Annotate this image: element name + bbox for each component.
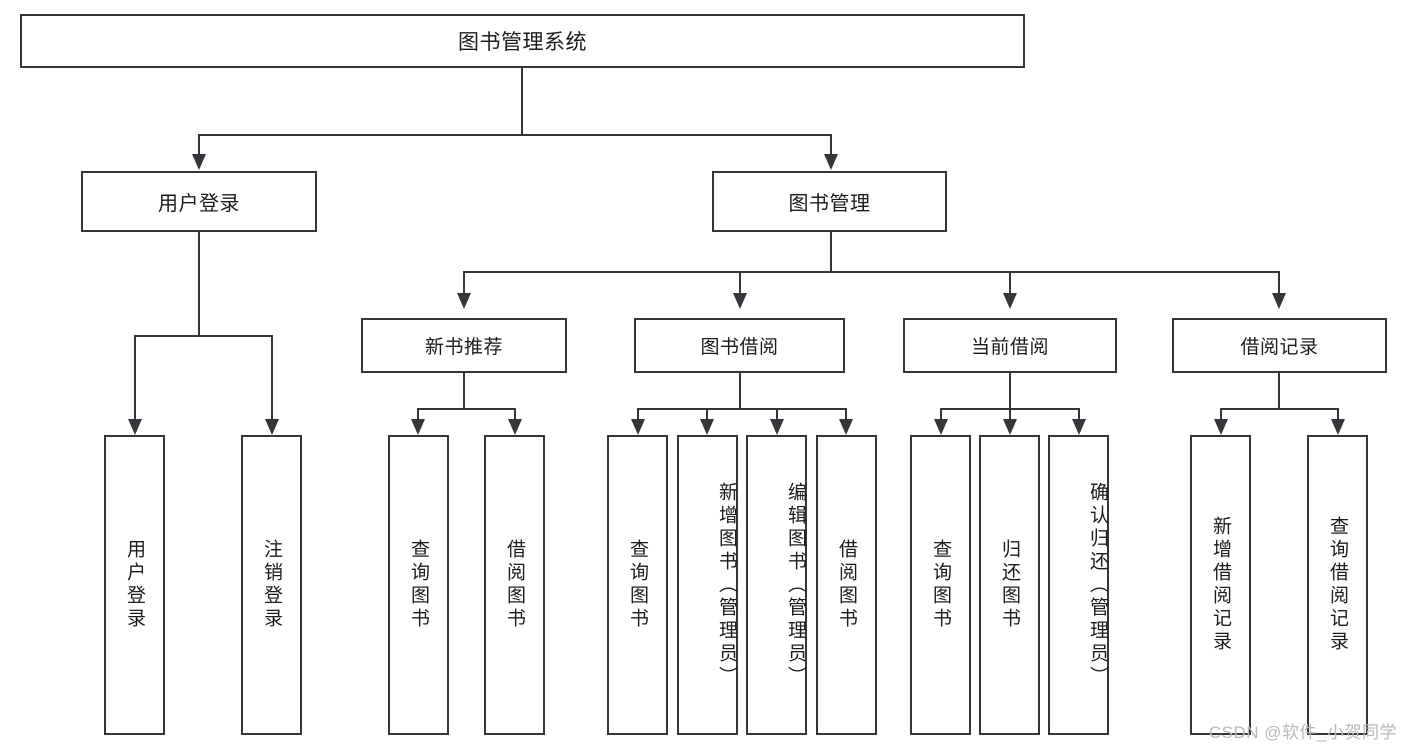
arrow-cb-to-leaf-3 <box>1072 419 1086 435</box>
connector-bb-to-leaf-4 <box>845 408 847 421</box>
connector-bm-to-new-book <box>463 271 465 295</box>
node-current-borrow[interactable]: 当前借阅 <box>903 318 1117 373</box>
arrow-bm-to-current-borrow <box>1003 293 1017 309</box>
node-label: 用户登录 <box>124 539 145 631</box>
connector-root-to-book-management <box>830 134 832 156</box>
node-label: 编辑图书（管理员） <box>785 481 806 689</box>
connector-borrow-record-stem <box>1278 373 1280 409</box>
connector-br-to-leaf-2 <box>1337 408 1339 421</box>
node-label: 确认归还（管理员） <box>1087 481 1108 689</box>
connector-br-to-leaf-1 <box>1220 408 1222 421</box>
connector-root-to-user-login <box>198 134 200 156</box>
arrow-cb-to-leaf-1 <box>934 419 948 435</box>
node-label: 新书推荐 <box>424 337 503 358</box>
leaf-user-login-login[interactable]: 用户登录 <box>104 435 165 735</box>
node-label: 查询图书 <box>408 539 429 631</box>
connector-new-book-to-leaf-2 <box>514 408 516 421</box>
leaf-borrow-record-query-record[interactable]: 查询借阅记录 <box>1307 435 1368 735</box>
node-label: 注销登录 <box>261 539 282 631</box>
node-label: 查询借阅记录 <box>1327 516 1348 654</box>
arrow-root-to-book-management <box>824 154 838 170</box>
connector-bb-to-leaf-3 <box>776 408 778 421</box>
connector-cb-to-leaf-3 <box>1078 408 1080 421</box>
node-label: 当前借阅 <box>970 337 1049 358</box>
leaf-book-borrow-query-book[interactable]: 查询图书 <box>607 435 668 735</box>
connector-user-login-to-leaf-1 <box>134 335 136 421</box>
arrow-root-to-user-login <box>192 154 206 170</box>
node-new-book-recommend[interactable]: 新书推荐 <box>361 318 567 373</box>
connector-borrow-record-bar <box>1220 408 1338 410</box>
node-label: 归还图书 <box>999 539 1020 631</box>
connector-user-login-bar <box>134 335 272 337</box>
arrow-bm-to-borrow-record <box>1272 293 1286 309</box>
arrow-bb-to-leaf-2 <box>700 419 714 435</box>
connector-new-book-to-leaf-1 <box>417 408 419 421</box>
connector-user-login-stem <box>198 232 200 336</box>
connector-new-book-stem <box>463 373 465 409</box>
leaf-book-borrow-add-book-admin[interactable]: 新增图书（管理员） <box>677 435 738 735</box>
node-label: 用户登录 <box>158 193 240 215</box>
node-label: 查询图书 <box>627 539 648 631</box>
connector-bb-to-leaf-1 <box>637 408 639 421</box>
connector-current-borrow-stem <box>1009 373 1011 409</box>
node-book-management[interactable]: 图书管理 <box>712 171 947 232</box>
node-label: 图书借阅 <box>700 337 779 358</box>
arrow-bb-to-leaf-1 <box>631 419 645 435</box>
node-label: 借阅图书 <box>836 539 857 631</box>
watermark-text: CSDN @软件_小贺同学 <box>1208 723 1397 742</box>
connector-new-book-bar <box>417 408 515 410</box>
arrow-bm-to-book-borrow <box>733 293 747 309</box>
node-user-login[interactable]: 用户登录 <box>81 171 317 232</box>
arrow-new-book-to-leaf-2 <box>508 419 522 435</box>
node-label: 借阅图书 <box>504 539 525 631</box>
node-label: 查询图书 <box>930 539 951 631</box>
arrow-bb-to-leaf-3 <box>770 419 784 435</box>
arrow-bm-to-new-book <box>457 293 471 309</box>
connector-book-borrow-stem <box>739 373 741 409</box>
node-borrow-record[interactable]: 借阅记录 <box>1172 318 1387 373</box>
node-label: 图书管理系统 <box>458 31 587 54</box>
arrow-user-login-to-leaf-1 <box>128 419 142 435</box>
node-label: 图书管理 <box>788 193 871 215</box>
arrow-br-to-leaf-1 <box>1214 419 1228 435</box>
leaf-current-borrow-return-book[interactable]: 归还图书 <box>979 435 1040 735</box>
connector-book-management-stem <box>830 232 832 272</box>
arrow-cb-to-leaf-2 <box>1003 419 1017 435</box>
arrow-user-login-to-leaf-2 <box>265 419 279 435</box>
leaf-current-borrow-query-book[interactable]: 查询图书 <box>910 435 971 735</box>
connector-bm-to-book-borrow <box>739 271 741 295</box>
node-label: 借阅记录 <box>1240 337 1319 358</box>
leaf-new-book-query-book[interactable]: 查询图书 <box>388 435 449 735</box>
node-root-book-management-system[interactable]: 图书管理系统 <box>20 14 1025 68</box>
connector-root-bar <box>198 134 832 136</box>
connector-root-stem <box>521 68 523 135</box>
node-label: 新增借阅记录 <box>1210 516 1231 654</box>
connector-bb-to-leaf-2 <box>706 408 708 421</box>
arrow-bb-to-leaf-4 <box>839 419 853 435</box>
leaf-new-book-borrow-book[interactable]: 借阅图书 <box>484 435 545 735</box>
connector-bm-to-current-borrow <box>1009 271 1011 295</box>
leaf-current-borrow-confirm-return-admin[interactable]: 确认归还（管理员） <box>1048 435 1109 735</box>
connector-user-login-to-leaf-2 <box>271 335 273 421</box>
leaf-borrow-record-add-record[interactable]: 新增借阅记录 <box>1190 435 1251 735</box>
leaf-book-borrow-borrow-book[interactable]: 借阅图书 <box>816 435 877 735</box>
node-label: 新增图书（管理员） <box>716 481 737 689</box>
connector-book-borrow-bar <box>637 408 846 410</box>
connector-cb-to-leaf-2 <box>1009 408 1011 421</box>
arrow-new-book-to-leaf-1 <box>411 419 425 435</box>
leaf-user-login-logout[interactable]: 注销登录 <box>241 435 302 735</box>
connector-bm-to-borrow-record <box>1278 271 1280 295</box>
arrow-br-to-leaf-2 <box>1331 419 1345 435</box>
leaf-book-borrow-edit-book-admin[interactable]: 编辑图书（管理员） <box>746 435 807 735</box>
connector-cb-to-leaf-1 <box>940 408 942 421</box>
connector-book-management-bar <box>463 271 1280 273</box>
node-book-borrow[interactable]: 图书借阅 <box>634 318 845 373</box>
